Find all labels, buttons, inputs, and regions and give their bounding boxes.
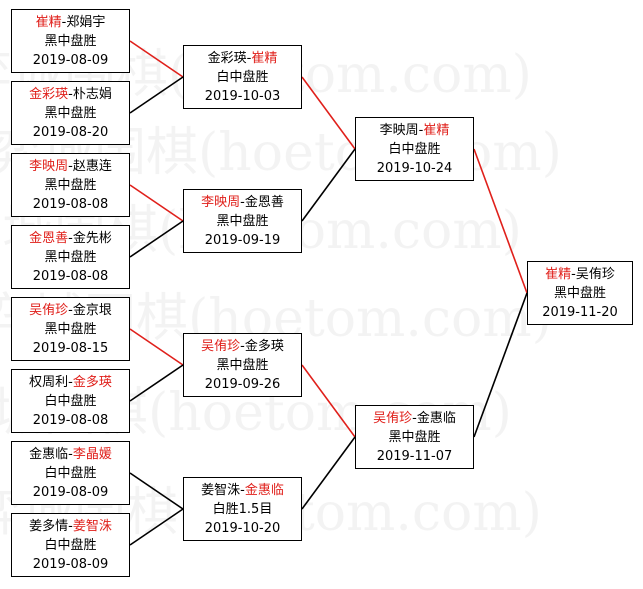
- player-black: 权周利: [29, 374, 69, 390]
- match-round2-4: 姜智洙-金惠临 白胜1.5目 2019-10-20: [183, 477, 302, 541]
- player-black: 李映周: [201, 194, 241, 210]
- match-date: 2019-08-08: [32, 196, 109, 212]
- bracket-connector: [301, 148, 356, 222]
- player-white: 姜智洙: [72, 518, 112, 534]
- match-round2-2: 李映周-金恩善 黑中盘胜 2019-09-19: [183, 189, 302, 253]
- bracket-connector: [301, 76, 356, 150]
- player-white: 朴志娟: [72, 86, 112, 102]
- match-date: 2019-11-07: [376, 448, 453, 464]
- bracket-connector: [129, 328, 184, 366]
- player-white: 崔精: [423, 122, 450, 138]
- match-final: 崔精-吴侑珍 黑中盘胜 2019-11-20: [527, 261, 633, 325]
- match-date: 2019-08-08: [32, 412, 109, 428]
- match-date: 2019-08-08: [32, 268, 109, 284]
- player-black: 金恩善: [29, 230, 69, 246]
- bracket-connector: [129, 220, 184, 258]
- match-result: 黑中盘胜: [44, 33, 97, 49]
- match-date: 2019-08-15: [32, 340, 109, 356]
- player-white: 金恩善: [244, 194, 284, 210]
- player-black: 金彩瑛: [29, 86, 69, 102]
- match-date: 2019-10-03: [204, 88, 281, 104]
- match-result: 黑中盘胜: [44, 177, 97, 193]
- bracket-connector: [473, 292, 528, 438]
- player-black: 姜智洙: [201, 482, 241, 498]
- match-result: 白胜1.5目: [212, 501, 273, 517]
- match-round1-7: 金惠临-李晶媛 白中盘胜 2019-08-09: [11, 441, 130, 505]
- match-date: 2019-11-20: [542, 304, 618, 320]
- bracket-connector: [301, 364, 356, 438]
- bracket-connector: [473, 148, 528, 294]
- player-white: 吴侑珍: [575, 266, 615, 282]
- player-white: 金多瑛: [244, 338, 284, 354]
- match-result: 黑中盘胜: [44, 321, 97, 337]
- player-white: 金先彬: [72, 230, 112, 246]
- match-round1-5: 吴侑珍-金京垠 黑中盘胜 2019-08-15: [11, 297, 130, 361]
- bracket-connector: [129, 184, 184, 222]
- match-round1-1: 崔精-郑娟宇 黑中盘胜 2019-08-09: [11, 9, 130, 73]
- player-black: 李映周: [379, 122, 419, 138]
- match-semifinal-2: 吴侑珍-金惠临 黑中盘胜 2019-11-07: [355, 405, 474, 469]
- match-round1-6: 权周利-金多瑛 白中盘胜 2019-08-08: [11, 369, 130, 433]
- player-black: 金彩瑛: [207, 50, 247, 66]
- match-result: 白中盘胜: [388, 141, 441, 157]
- match-date: 2019-10-24: [376, 160, 453, 176]
- match-date: 2019-10-20: [204, 520, 281, 536]
- match-round1-2: 金彩瑛-朴志娟 黑中盘胜 2019-08-20: [11, 81, 130, 145]
- match-round2-1: 金彩瑛-崔精 白中盘胜 2019-10-03: [183, 45, 302, 109]
- player-white: 金惠临: [416, 410, 456, 426]
- match-round1-3: 李映周-赵惠连 黑中盘胜 2019-08-08: [11, 153, 130, 217]
- player-black: 姜多情: [29, 518, 69, 534]
- match-result: 白中盘胜: [44, 537, 97, 553]
- bracket-connector: [129, 40, 184, 78]
- match-result: 黑中盘胜: [216, 357, 269, 373]
- match-date: 2019-08-20: [32, 124, 109, 140]
- match-result: 黑中盘胜: [216, 213, 269, 229]
- bracket-connector: [129, 364, 184, 402]
- match-result: 黑中盘胜: [553, 285, 606, 301]
- player-white: 李晶媛: [72, 446, 112, 462]
- match-round2-3: 吴侑珍-金多瑛 黑中盘胜 2019-09-26: [183, 333, 302, 397]
- match-result: 黑中盘胜: [44, 105, 97, 121]
- match-round1-8: 姜多情-姜智洙 白中盘胜 2019-08-09: [11, 513, 130, 577]
- match-result: 白中盘胜: [216, 69, 269, 85]
- match-date: 2019-08-09: [32, 52, 109, 68]
- player-white: 金京垠: [72, 302, 112, 318]
- player-black: 吴侑珍: [201, 338, 241, 354]
- player-black: 李映周: [29, 158, 69, 174]
- player-black: 金惠临: [29, 446, 69, 462]
- match-date: 2019-08-09: [32, 484, 109, 500]
- match-result: 白中盘胜: [44, 465, 97, 481]
- match-semifinal-1: 李映周-崔精 白中盘胜 2019-10-24: [355, 117, 474, 181]
- player-black: 崔精: [35, 14, 62, 30]
- player-white: 赵惠连: [72, 158, 112, 174]
- match-date: 2019-08-09: [32, 556, 109, 572]
- player-white: 崔精: [251, 50, 278, 66]
- bracket-connector: [301, 436, 356, 510]
- player-black: 崔精: [545, 266, 572, 282]
- bracket-connector: [129, 472, 184, 510]
- player-white: 金惠临: [244, 482, 284, 498]
- player-black: 吴侑珍: [29, 302, 69, 318]
- player-white: 金多瑛: [72, 374, 112, 390]
- match-round1-4: 金恩善-金先彬 黑中盘胜 2019-08-08: [11, 225, 130, 289]
- player-black: 吴侑珍: [373, 410, 413, 426]
- match-date: 2019-09-26: [204, 376, 281, 392]
- match-result: 黑中盘胜: [44, 249, 97, 265]
- match-result: 黑中盘胜: [388, 429, 441, 445]
- bracket-connector: [129, 76, 184, 114]
- match-result: 白中盘胜: [44, 393, 97, 409]
- bracket-connector: [129, 508, 184, 546]
- match-date: 2019-09-19: [204, 232, 281, 248]
- player-white: 郑娟宇: [66, 14, 106, 30]
